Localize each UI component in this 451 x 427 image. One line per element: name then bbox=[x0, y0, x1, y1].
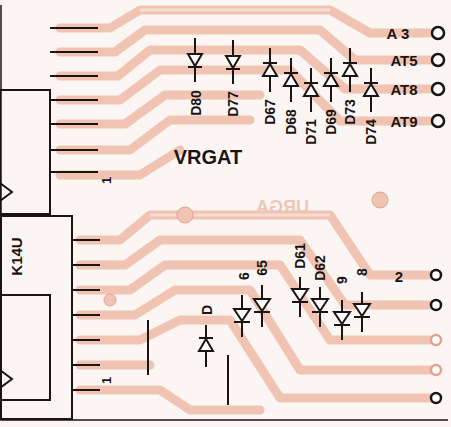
mounting-pads bbox=[104, 192, 388, 306]
diode-symbols bbox=[188, 38, 378, 367]
part-name: D68 bbox=[284, 109, 298, 135]
part-name: D69 bbox=[324, 109, 338, 135]
part-name: D71 bbox=[304, 119, 318, 145]
part-name: D67 bbox=[263, 99, 277, 125]
part-name: D61 bbox=[293, 243, 307, 269]
terminal-label: AT9 bbox=[390, 114, 417, 129]
part-name: 6 bbox=[237, 272, 251, 280]
lower-connector bbox=[1, 216, 72, 419]
part-name: D80 bbox=[189, 90, 203, 116]
copper-traces bbox=[60, 10, 430, 410]
part-name: D74 bbox=[364, 119, 378, 145]
part-name: 65 bbox=[255, 260, 269, 276]
terminal-label: AT5 bbox=[390, 53, 417, 68]
terminal-label: AT8 bbox=[390, 82, 417, 97]
part-name: D62 bbox=[313, 255, 327, 281]
terminal-label: A 3 bbox=[387, 26, 410, 41]
board-marking: VRGAT bbox=[174, 147, 243, 167]
pin-number: 1 bbox=[100, 176, 113, 183]
terminal-label: 2 bbox=[395, 269, 403, 284]
copper-traces-inner bbox=[140, 10, 330, 215]
upper-connector bbox=[0, 90, 50, 214]
connector-pins bbox=[50, 28, 228, 405]
part-name: D bbox=[200, 305, 214, 315]
part-name: 8 bbox=[355, 268, 369, 276]
pin-number: 1 bbox=[100, 376, 113, 383]
part-name: D73 bbox=[343, 99, 357, 125]
part-name: 9 bbox=[335, 276, 349, 284]
connector-label: K14U bbox=[9, 237, 24, 275]
part-name: D77 bbox=[226, 91, 240, 117]
connector-housings bbox=[0, 5, 448, 420]
terminal-pads bbox=[431, 27, 444, 403]
lower-connector-key bbox=[1, 295, 50, 400]
board-marking: URGA bbox=[256, 198, 309, 216]
